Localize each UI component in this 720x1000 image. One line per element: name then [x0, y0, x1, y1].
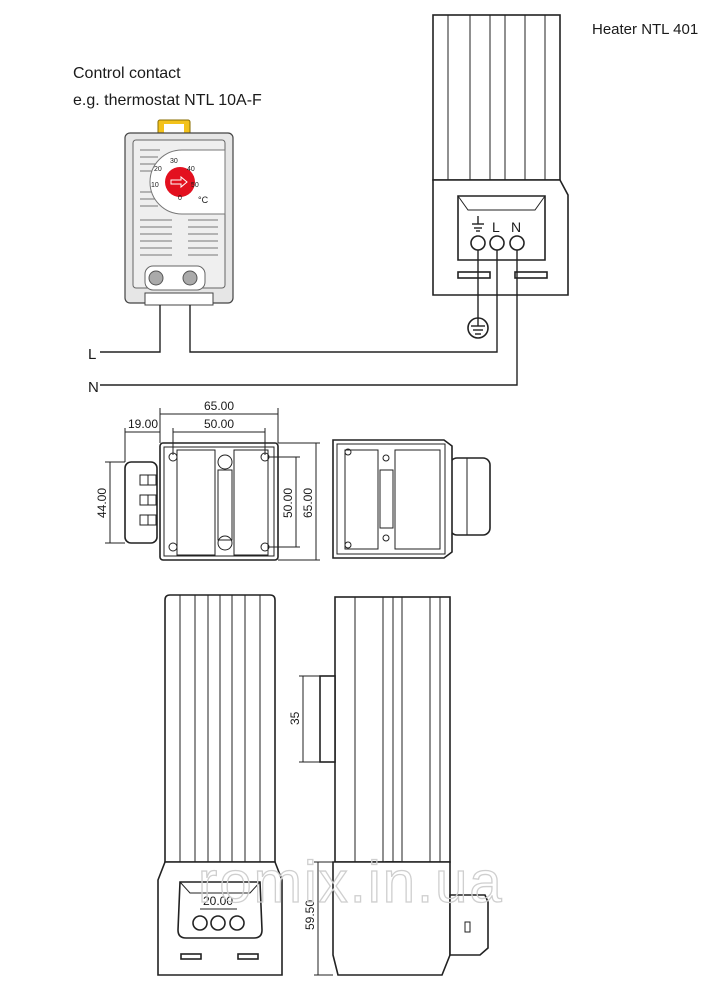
control-contact-label: Control contact [73, 65, 181, 82]
dim-65-side: 65.00 [301, 488, 315, 518]
heater-title: Heater NTL 401 [592, 21, 698, 38]
dim-50-top: 50.00 [204, 417, 234, 431]
dial-tick: 30 [170, 158, 178, 165]
thermostat-terminal [148, 270, 164, 286]
thermostat: 0 10 20 30 40 50 60 °C [124, 119, 234, 306]
dial-tick: 20 [154, 166, 162, 173]
terminal-n-label: N [511, 219, 521, 235]
wiring [100, 250, 518, 386]
celsius-label: °C [198, 195, 209, 205]
dim-65-top: 65.00 [204, 399, 234, 413]
n-terminal [509, 235, 525, 251]
watermark: romix.in.ua [198, 850, 504, 915]
dial-tick: 50 [191, 182, 199, 189]
rear-view [332, 439, 491, 559]
top-view [124, 442, 279, 561]
wire-n-label: N [88, 379, 99, 396]
l-terminal [489, 235, 505, 251]
dim-20: 20.00 [203, 894, 233, 908]
dimension-lines [105, 408, 320, 561]
thermostat-label: e.g. thermostat NTL 10A-F [73, 92, 262, 109]
ground-terminal [470, 235, 486, 251]
heater: L N [432, 14, 569, 296]
dial-tick: 0 [178, 195, 182, 202]
arrow-icon [170, 175, 188, 189]
earth-symbol-icon [467, 317, 489, 339]
side-view [319, 596, 489, 976]
din-clip [319, 675, 336, 763]
terminal-l-label: L [492, 219, 500, 235]
dial-tick: 40 [187, 166, 195, 173]
dial-tick: 10 [151, 182, 159, 189]
wire-l-label: L [88, 346, 96, 363]
dim-50-side: 50.00 [281, 488, 295, 518]
front-view [157, 594, 283, 976]
dim-44: 44.00 [95, 488, 109, 518]
dim-35: 35 [288, 711, 302, 725]
dim-19: 19.00 [128, 417, 158, 431]
thermostat-terminal [182, 270, 198, 286]
dim-59-50: 59.50 [303, 900, 317, 930]
side-dimension-lines [299, 675, 333, 976]
